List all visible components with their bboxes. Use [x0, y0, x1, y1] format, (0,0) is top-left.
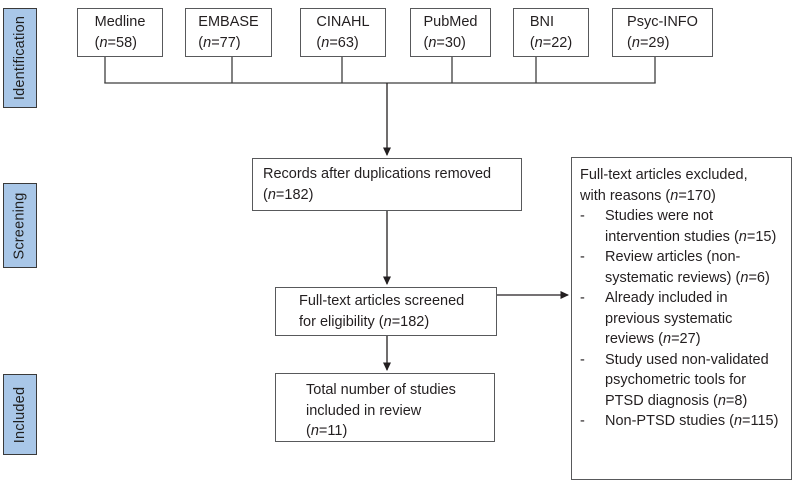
source-embase-count: (n=77) — [198, 34, 241, 51]
stage-screening: Screening — [3, 183, 37, 268]
source-box-medline: Medline (n=58) — [77, 8, 163, 57]
excluded-reason-text: Already included in previous systematic … — [605, 290, 733, 347]
source-cinahl-count: (n=63) — [316, 34, 359, 51]
dash-bullet: - — [580, 351, 585, 368]
stage-included-label: Included — [12, 386, 29, 443]
records-line1: Records after duplications removed — [263, 166, 492, 182]
source-medline-name: Medline — [94, 14, 146, 30]
excluded-reason-text: Review articles (non-systematic reviews)… — [605, 249, 770, 286]
source-psycinfo-name: Psyc-INFO — [627, 14, 698, 30]
total-line1: Total number of studies — [306, 382, 456, 398]
fulltext-screened-box: Full-text articles screened for eligibil… — [275, 287, 497, 336]
dash-bullet: - — [580, 290, 585, 306]
source-box-pubmed: PubMed (n=30) — [410, 8, 491, 57]
excluded-reason-item: - Study used non-validated psychometric … — [580, 350, 781, 412]
stage-screening-label: Screening — [12, 191, 28, 260]
screened-line1: Full-text articles screened — [299, 293, 465, 309]
stage-included: Included — [3, 374, 37, 455]
excluded-reason-item: - Review articles (non-systematic review… — [580, 247, 781, 288]
stage-identification: Identification — [3, 8, 37, 108]
total-included-box: Total number of studies included in revi… — [275, 373, 495, 442]
total-line3: (n=11) — [306, 423, 348, 439]
excluded-reason-item: - Studies were not intervention studies … — [580, 206, 781, 247]
records-line2: (n=182) — [263, 186, 314, 203]
source-bni-count: (n=22) — [529, 34, 573, 51]
dash-bullet: - — [580, 208, 585, 224]
excluded-reasons-box: Full-text articles excluded, with reason… — [571, 157, 792, 480]
dash-bullet: - — [580, 413, 585, 429]
source-medline-count: (n=58) — [94, 34, 137, 51]
source-box-psycinfo: Psyc-INFO (n=29) — [612, 8, 713, 57]
excluded-reason-text: Non-PTSD studies (n=115) — [605, 413, 779, 429]
excluded-reason-text: Studies were not intervention studies (n… — [605, 208, 777, 245]
source-bni-name: BNI — [529, 14, 554, 30]
screened-line2: for eligibility (n=182) — [299, 313, 430, 330]
records-after-duplications-box: Records after duplications removed (n=18… — [252, 158, 522, 211]
excluded-reason-item: - Non-PTSD studies (n=115) — [580, 411, 781, 432]
excluded-header-line2: with reasons (n=170) — [580, 187, 716, 204]
source-embase-name: EMBASE — [198, 14, 259, 30]
source-pubmed-name: PubMed — [423, 14, 478, 30]
source-pubmed-count: (n=30) — [423, 34, 466, 51]
stage-identification-label: Identification — [12, 15, 28, 101]
excluded-reason-item: - Already included in previous systemati… — [580, 288, 781, 350]
total-line2: included in review — [306, 402, 422, 419]
source-box-embase: EMBASE (n=77) — [185, 8, 272, 57]
source-box-bni: BNI (n=22) — [513, 8, 589, 57]
source-psycinfo-count: (n=29) — [627, 34, 670, 51]
excluded-header-line1: Full-text articles excluded, — [580, 167, 748, 183]
excluded-reason-text: Study used non-validated psychometric to… — [605, 351, 769, 409]
source-box-cinahl: CINAHL (n=63) — [300, 8, 386, 57]
source-cinahl-name: CINAHL — [316, 14, 370, 30]
dash-bullet: - — [580, 249, 585, 265]
